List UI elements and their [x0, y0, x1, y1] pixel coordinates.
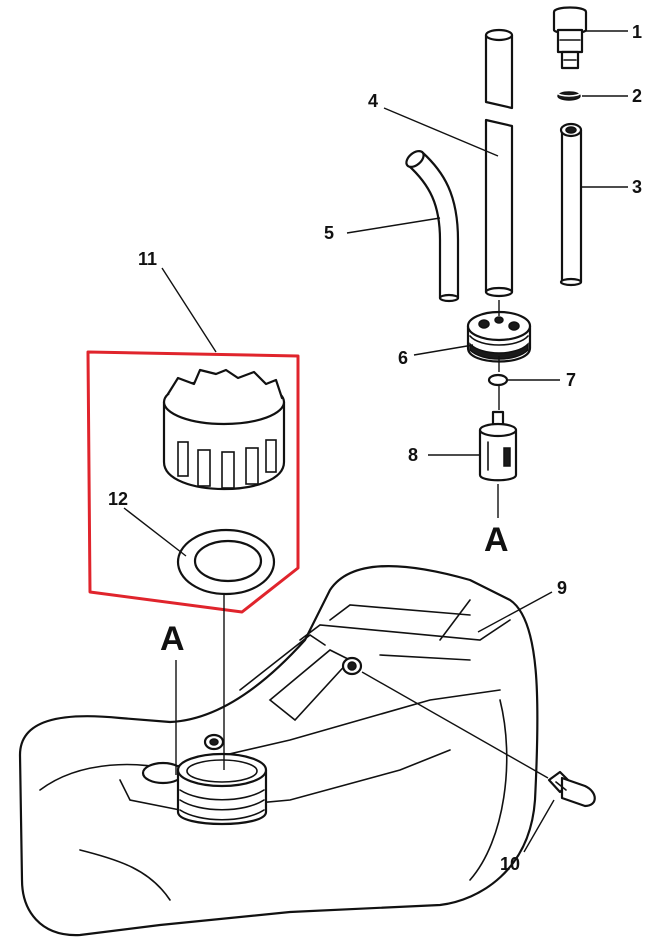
hose-clip[interactable]: [557, 89, 581, 101]
section-marker-tank: A: [160, 620, 185, 658]
tank-grommet[interactable]: [466, 310, 532, 363]
fuel-hose[interactable]: [484, 28, 514, 298]
vent-hose[interactable]: [403, 148, 460, 303]
callout-9: 9: [557, 578, 567, 598]
callout-1: 1: [632, 22, 642, 42]
callout-6: 6: [398, 348, 408, 368]
section-marker-top: A: [484, 521, 509, 559]
callout-3: 3: [632, 177, 642, 197]
fuel-filter[interactable]: [478, 410, 518, 482]
callout-5: 5: [324, 223, 334, 243]
callout-12: 12: [108, 489, 128, 509]
o-ring[interactable]: [487, 373, 509, 387]
callout-10: 10: [500, 854, 520, 874]
mounting-bolt[interactable]: [547, 770, 596, 808]
callout-7: 7: [566, 370, 576, 390]
callout-2: 2: [632, 86, 642, 106]
assembly-lines: [175, 300, 549, 779]
callout-4: 4: [368, 91, 378, 111]
cap-gasket[interactable]: [176, 528, 276, 596]
fuel-cap[interactable]: [162, 368, 286, 491]
callout-8: 8: [408, 445, 418, 465]
callout-11: 11: [138, 249, 157, 269]
return-hose[interactable]: [559, 122, 583, 287]
hose-fitting[interactable]: [552, 6, 588, 70]
service-kit-outline: [86, 350, 300, 614]
callout-leaders: [123, 30, 628, 853]
fuel-tank[interactable]: [18, 564, 539, 937]
